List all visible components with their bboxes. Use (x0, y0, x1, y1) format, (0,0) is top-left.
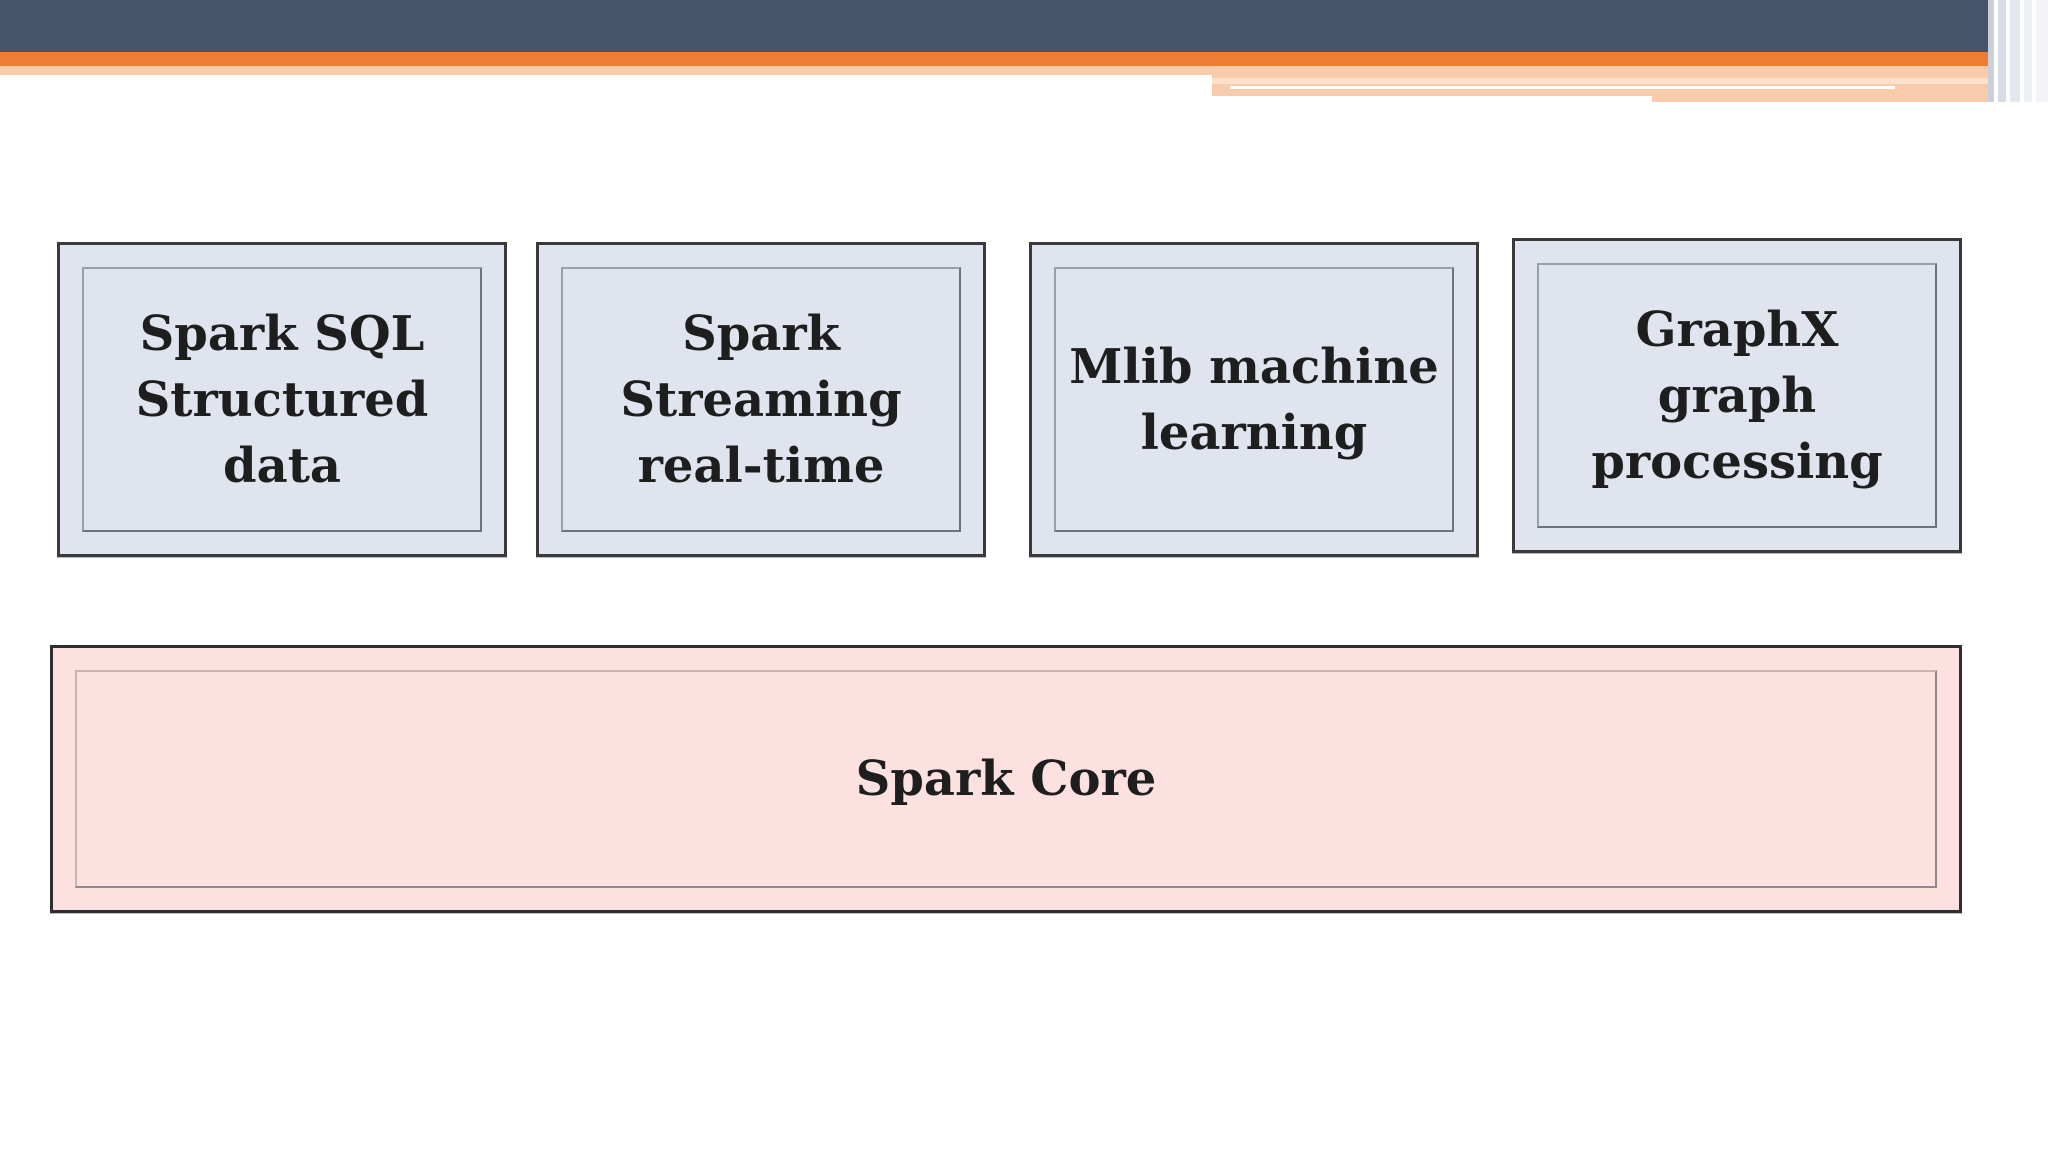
module-mlib: Mlib machine learning (1029, 242, 1479, 557)
module-inner-frame: Mlib machine learning (1054, 267, 1454, 532)
module-inner-frame: Spark Streaming real-time (561, 267, 961, 532)
header-accent-stripe (0, 52, 2048, 66)
module-inner-frame: Spark SQL Structured data (82, 267, 482, 532)
module-spark-streaming: Spark Streaming real-time (536, 242, 986, 557)
header-notch (1212, 96, 1652, 102)
core-inner-frame: Spark Core (75, 670, 1937, 888)
module-label: GraphX graph processing (1591, 301, 1883, 490)
core-label: Spark Core (855, 751, 1157, 807)
module-spark-sql: Spark SQL Structured data (57, 242, 507, 557)
module-graphx: GraphX graph processing (1512, 238, 1962, 553)
header-light-stripe (0, 66, 1212, 75)
spark-core-block: Spark Core (50, 645, 1962, 913)
header-light-band (1212, 78, 2048, 84)
module-label: Spark SQL Structured data (135, 305, 429, 494)
header-corner-stripes (1988, 0, 2048, 102)
module-label: Mlib machine learning (1069, 338, 1439, 461)
module-inner-frame: GraphX graph processing (1537, 263, 1937, 528)
header-bar (0, 0, 2048, 52)
header-divider-line (1230, 86, 1895, 89)
module-label: Spark Streaming real-time (620, 305, 902, 494)
